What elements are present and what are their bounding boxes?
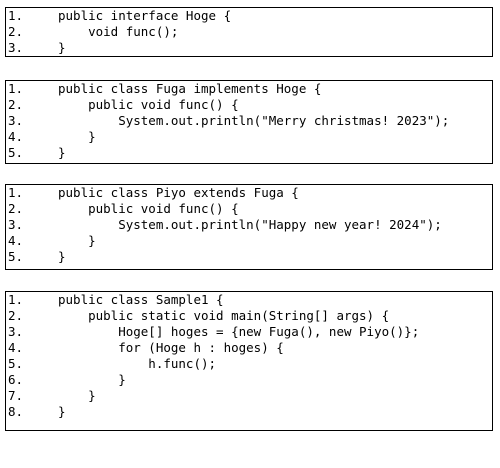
line-number: 3. [8, 217, 24, 232]
line-number: 4. [8, 233, 24, 248]
code-text: System.out.println("Happy new year! 2024… [58, 217, 442, 232]
code-text: } [58, 388, 96, 403]
line-number: 3. [8, 40, 24, 55]
code-line: 6. } [6, 372, 492, 388]
code-text: for (Hoge h : hoges) { [58, 340, 284, 355]
line-number: 3. [8, 324, 24, 339]
code-line: 2. void func(); [6, 24, 492, 40]
line-number: 6. [8, 372, 24, 387]
code-text: } [58, 129, 96, 144]
line-number: 3. [8, 113, 24, 128]
code-line: 2. public void func() { [6, 97, 492, 113]
code-line: 7. } [6, 388, 492, 404]
line-number: 5. [8, 249, 24, 264]
code-line: 1. public class Sample1 { [6, 292, 492, 308]
line-number: 1. [8, 8, 24, 23]
code-text: public void func() { [58, 97, 239, 112]
code-line: 2. public static void main(String[] args… [6, 308, 492, 324]
line-number: 7. [8, 388, 24, 403]
code-line: 4. } [6, 233, 492, 249]
code-text: } [58, 40, 66, 55]
code-text: public class Fuga implements Hoge { [58, 81, 322, 96]
code-line: 3. Hoge[] hoges = {new Fuga(), new Piyo(… [6, 324, 492, 340]
code-line: 4. for (Hoge h : hoges) { [6, 340, 492, 356]
code-line: 1. public class Piyo extends Fuga { [6, 185, 492, 201]
code-text: } [58, 249, 66, 264]
code-text: } [58, 372, 126, 387]
code-text: public interface Hoge { [58, 8, 232, 23]
code-text: h.func(); [58, 356, 217, 371]
code-text: public class Sample1 { [58, 292, 224, 307]
code-text: } [58, 233, 96, 248]
line-number: 8. [8, 404, 24, 419]
line-number: 5. [8, 145, 24, 160]
line-number: 5. [8, 356, 24, 371]
code-line: 3. } [6, 40, 492, 56]
line-number: 1. [8, 292, 24, 307]
line-number: 2. [8, 97, 24, 112]
code-line: 1. public interface Hoge { [6, 8, 492, 24]
code-line: 1. public class Fuga implements Hoge { [6, 81, 492, 97]
code-block-fuga: 1. public class Fuga implements Hoge { 2… [5, 80, 493, 164]
code-block-sample1: 1. public class Sample1 { 2. public stat… [5, 291, 493, 431]
code-text: public class Piyo extends Fuga { [58, 185, 299, 200]
code-line: 3. System.out.println("Happy new year! 2… [6, 217, 492, 233]
code-text: Hoge[] hoges = {new Fuga(), new Piyo()}; [58, 324, 420, 339]
code-text: public void func() { [58, 201, 239, 216]
line-number: 4. [8, 340, 24, 355]
line-number: 2. [8, 201, 24, 216]
code-block-hoge: 1. public interface Hoge { 2. void func(… [5, 7, 493, 57]
code-line: 5. h.func(); [6, 356, 492, 372]
code-text: void func(); [58, 24, 179, 39]
line-number: 4. [8, 129, 24, 144]
line-number: 2. [8, 24, 24, 39]
line-number: 1. [8, 185, 24, 200]
code-line: 2. public void func() { [6, 201, 492, 217]
code-text: public static void main(String[] args) { [58, 308, 390, 323]
code-line: 4. } [6, 129, 492, 145]
line-number: 2. [8, 308, 24, 323]
code-block-piyo: 1. public class Piyo extends Fuga { 2. p… [5, 184, 493, 270]
code-line: 8. } [6, 404, 492, 420]
code-text: System.out.println("Merry christmas! 202… [58, 113, 450, 128]
code-text: } [58, 404, 66, 419]
code-line: 5. } [6, 145, 492, 161]
code-text: } [58, 145, 66, 160]
line-number: 1. [8, 81, 24, 96]
code-line: 3. System.out.println("Merry christmas! … [6, 113, 492, 129]
code-line: 5. } [6, 249, 492, 265]
